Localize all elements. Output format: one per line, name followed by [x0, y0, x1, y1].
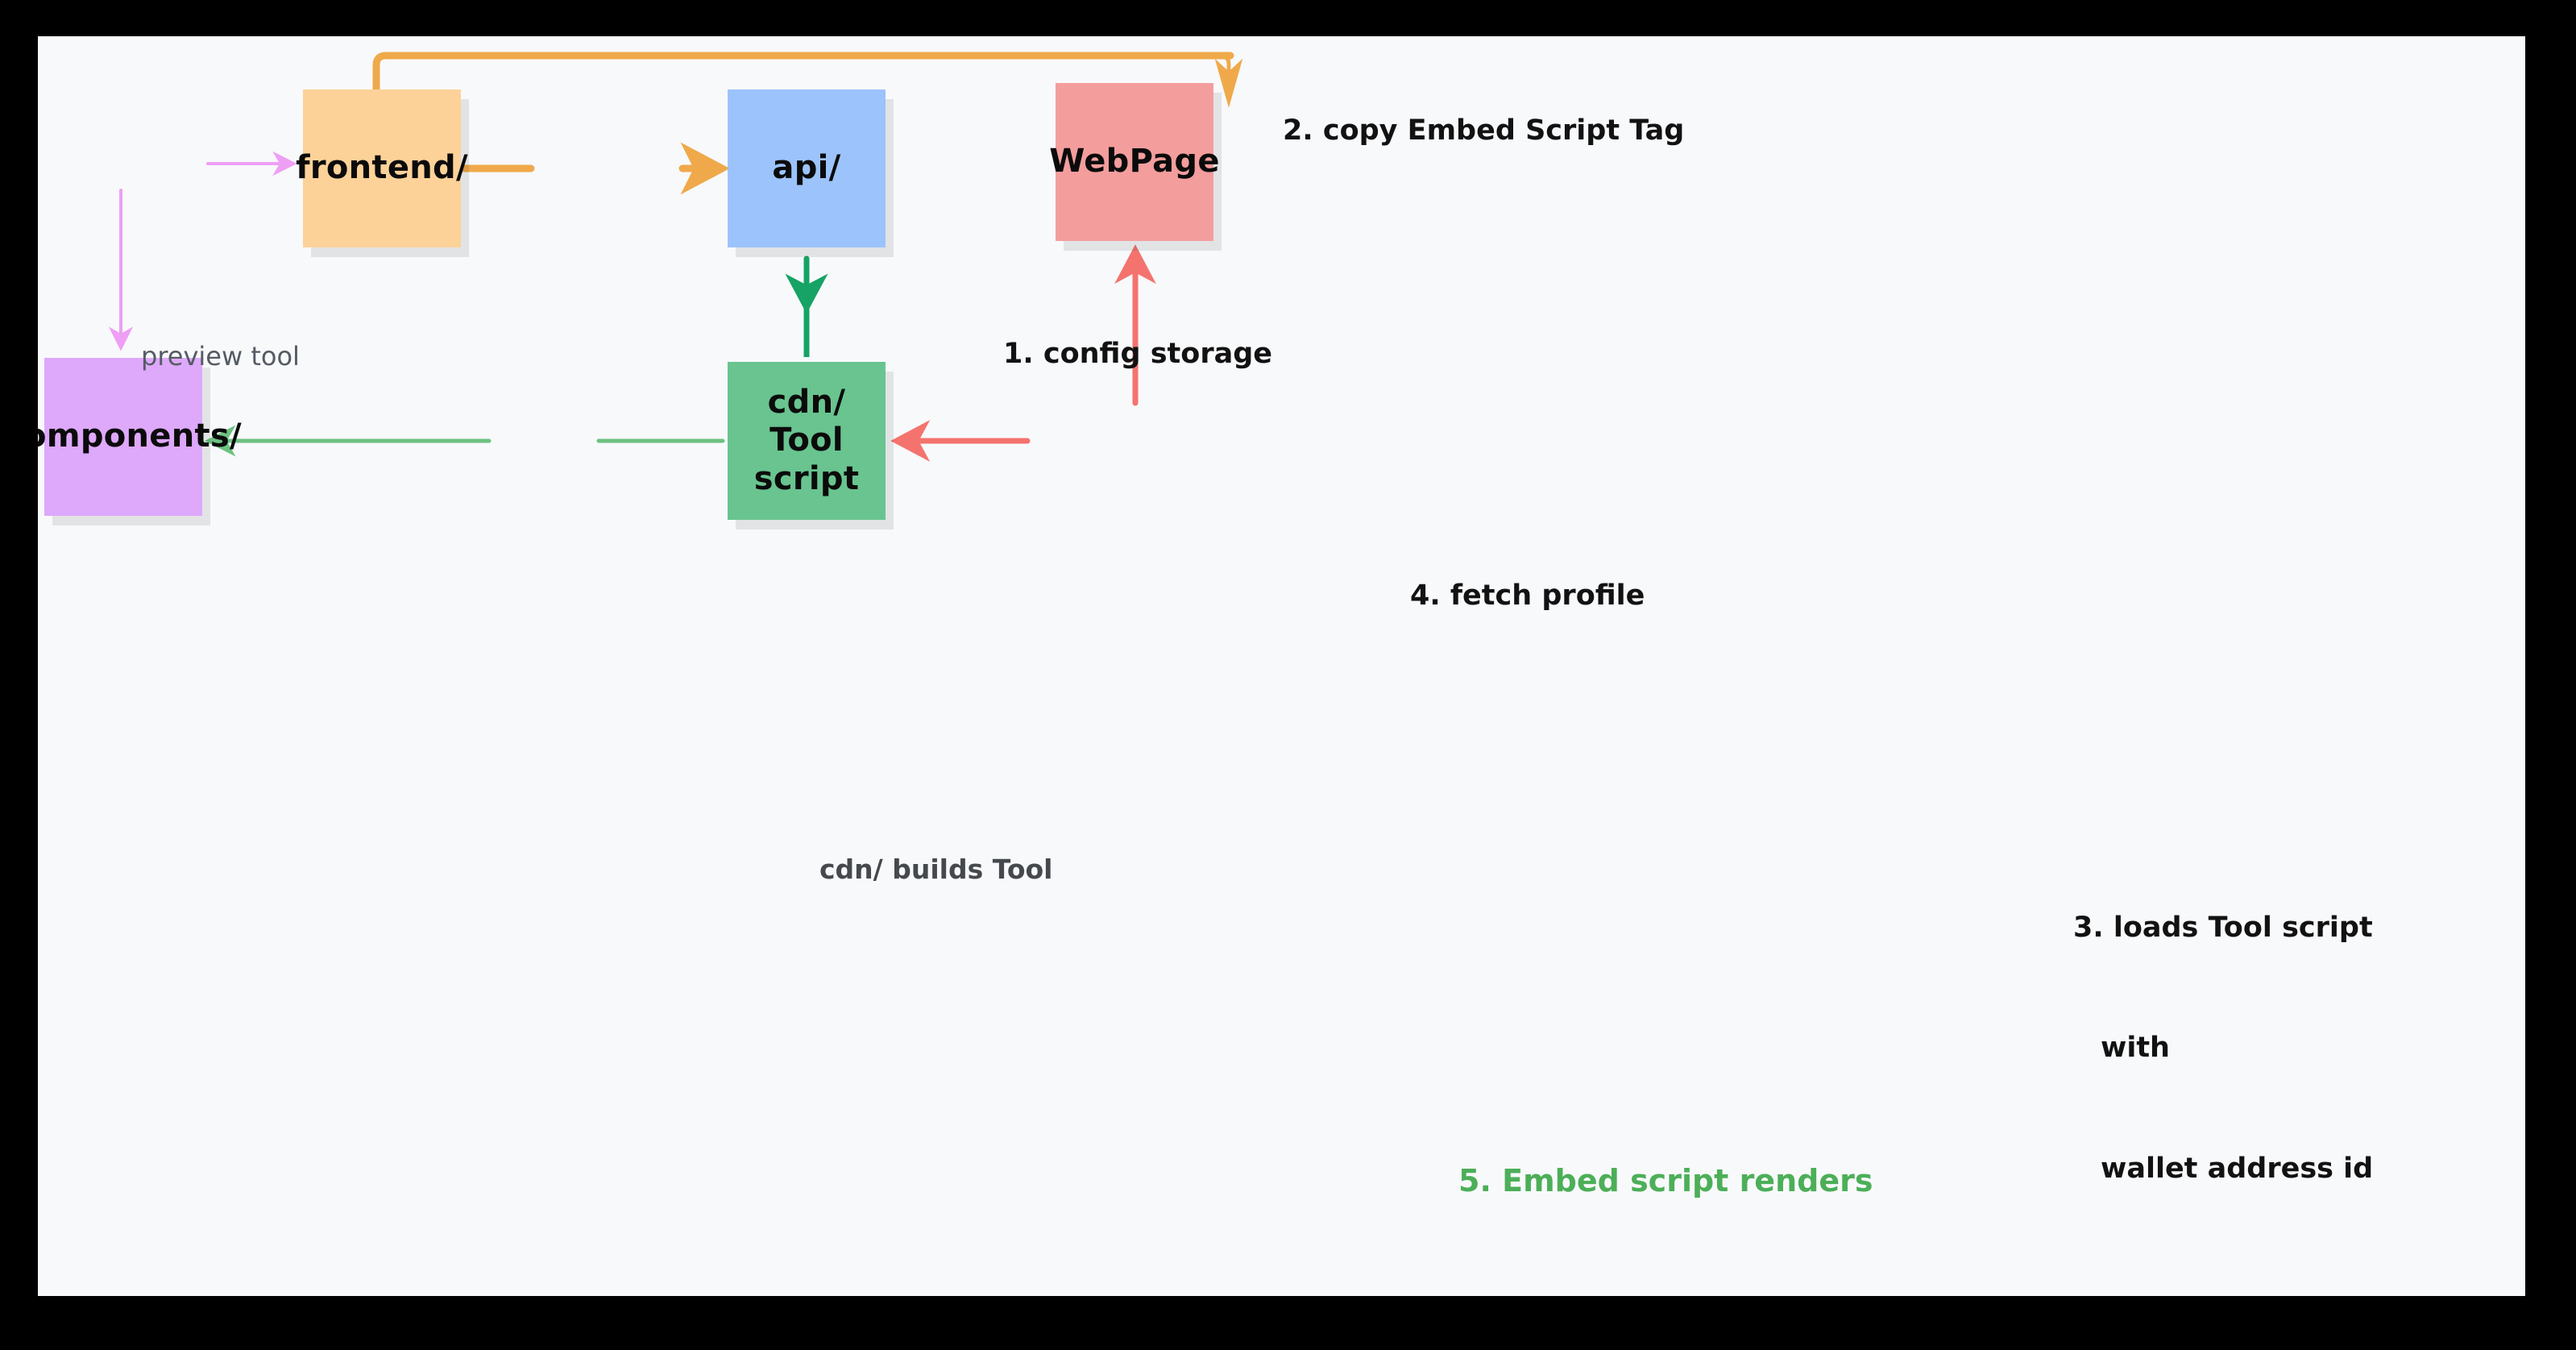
- node-webpage-label: WebPage: [1049, 143, 1220, 181]
- edge-label-fetch-profile: 4. fetch profile: [1410, 579, 1645, 612]
- node-components[interactable]: components/: [38, 358, 242, 516]
- edge-label-loads-tool-script-line3: wallet address id: [2101, 1152, 2374, 1185]
- caption-embed-script-renders-line2: Tool component with: [1458, 1290, 1873, 1296]
- edge-label-loads-tool-script-line2: with: [2101, 1032, 2170, 1065]
- edge-label-loads-tool-script-line1: 3. loads Tool script: [2073, 912, 2373, 945]
- node-cdn-label-line2: Tool script: [753, 422, 860, 497]
- node-webpage[interactable]: WebPage: [1049, 83, 1219, 241]
- node-cdn-label: cdn/ Tool script: [728, 384, 886, 498]
- diagram-canvas: frontend/ api/ WebPage components/ cdn/ …: [38, 36, 2525, 1296]
- caption-embed-script-renders: 5. Embed script renders Tool component w…: [1458, 1073, 1873, 1296]
- node-components-label: components/: [38, 417, 242, 455]
- node-cdn[interactable]: cdn/ Tool script: [728, 362, 886, 520]
- node-api[interactable]: api/: [728, 89, 886, 247]
- caption-embed-script-renders-line1: 5. Embed script renders: [1458, 1162, 1873, 1198]
- edge-label-cdn-builds-tool: cdn/ builds Tool: [819, 854, 1053, 885]
- edge-label-config-storage: 1. config storage: [1003, 338, 1273, 370]
- node-api-label: api/: [772, 149, 841, 187]
- edge-label-copy-embed-script-tag: 2. copy Embed Script Tag: [1283, 114, 1685, 147]
- node-frontend-label: frontend/: [296, 149, 468, 187]
- edge-label-preview-tool: preview tool: [141, 341, 300, 372]
- edge-label-loads-tool-script: 3. loads Tool script with wallet address…: [2073, 829, 2373, 1269]
- node-cdn-label-line1: cdn/: [767, 384, 846, 422]
- node-frontend[interactable]: frontend/: [296, 89, 468, 247]
